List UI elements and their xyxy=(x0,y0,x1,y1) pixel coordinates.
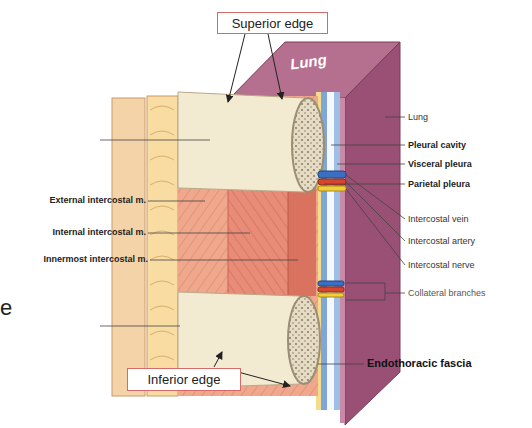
structure-label: Collateral branches xyxy=(408,289,486,298)
box-label: Superior edge xyxy=(232,16,314,31)
muscle-label: Internal intercostal m. xyxy=(52,228,146,237)
structure-label: Lung xyxy=(408,113,428,122)
structure-label: Visceral pleura xyxy=(408,160,472,169)
muscle-label: External intercostal m. xyxy=(49,196,146,205)
muscle-label: Innermost intercostal m. xyxy=(43,255,148,264)
cropped-letter: e xyxy=(0,297,12,319)
structure-label: Intercostal artery xyxy=(408,237,475,246)
structure-label: Intercostal nerve xyxy=(408,261,475,270)
box-label: Inferior edge xyxy=(148,372,221,387)
structure-label: Endothoracic fascia xyxy=(367,358,472,369)
structure-label: Intercostal vein xyxy=(408,215,469,224)
edge-callout-box: Superior edge xyxy=(217,12,328,34)
structure-label: Parietal pleura xyxy=(408,180,470,189)
edge-callout-box: Inferior edge xyxy=(127,368,241,391)
structure-label: Pleural cavity xyxy=(408,141,466,150)
